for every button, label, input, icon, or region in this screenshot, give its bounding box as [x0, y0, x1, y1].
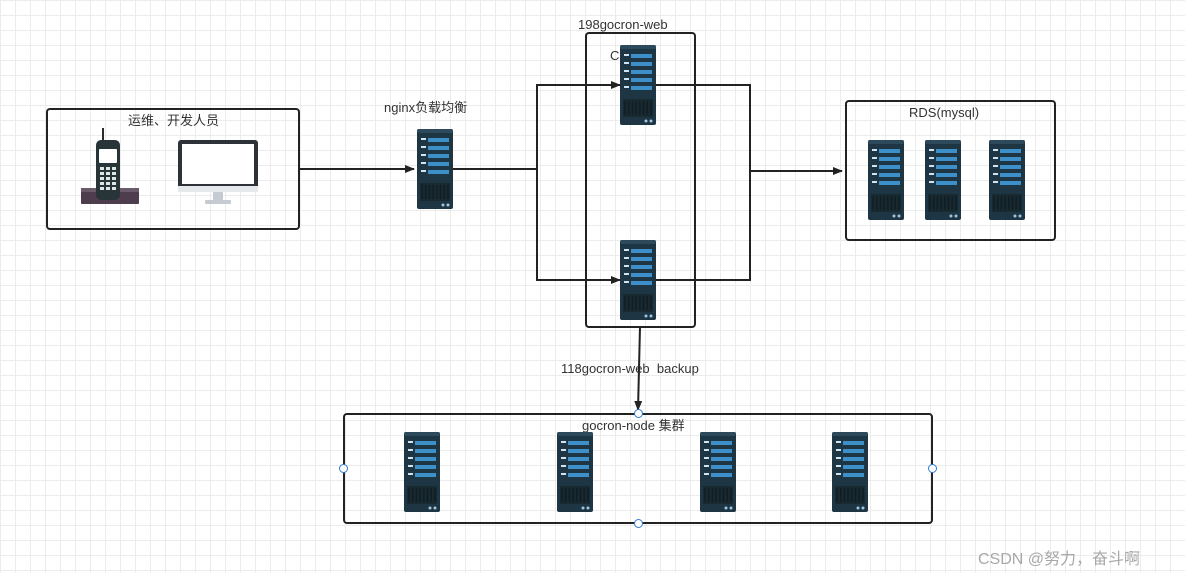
rds-group-box[interactable] — [845, 100, 1056, 241]
monitor-icon — [178, 140, 258, 204]
server-rack-icon — [417, 129, 453, 209]
node-cluster-label: gocron-node 集群 — [582, 418, 685, 433]
nginx-to-web-primary-arrow — [536, 81, 621, 169]
server-rack-icon — [404, 432, 440, 512]
nginx-label: nginx负载均衡 — [384, 100, 468, 115]
web-cluster-box[interactable] — [585, 32, 696, 328]
nginx-to-web-backup-arrow — [536, 169, 621, 284]
server-rack-icon — [925, 140, 961, 220]
web-backup-label: 118gocron-web backup — [561, 361, 699, 376]
ops-dev-group-label: 运维、开发人员 — [128, 113, 220, 128]
server-rack-icon — [700, 432, 736, 512]
server-rack-icon — [620, 240, 656, 320]
server-rack-icon — [989, 140, 1025, 220]
server-rack-icon — [868, 140, 904, 220]
resize-handle-top[interactable] — [634, 409, 643, 418]
server-rack-icon — [620, 45, 656, 125]
web-backup-out-line — [656, 171, 751, 281]
web-primary-label: 198gocron-web — [578, 17, 668, 32]
watermark: CSDN @努力，奋斗啊 — [978, 551, 1141, 568]
resize-handle-right[interactable] — [928, 464, 937, 473]
rds-label: RDS(mysql) — [909, 105, 980, 120]
web-to-node-cluster-arrow — [634, 326, 643, 411]
resize-handle-left[interactable] — [339, 464, 348, 473]
server-rack-icon — [557, 432, 593, 512]
resize-handle-bottom[interactable] — [634, 519, 643, 528]
server-rack-icon — [832, 432, 868, 512]
ops-dev-group-box[interactable] — [46, 108, 300, 230]
web-primary-out-line — [656, 84, 751, 171]
cordless-phone-icon — [81, 128, 139, 204]
